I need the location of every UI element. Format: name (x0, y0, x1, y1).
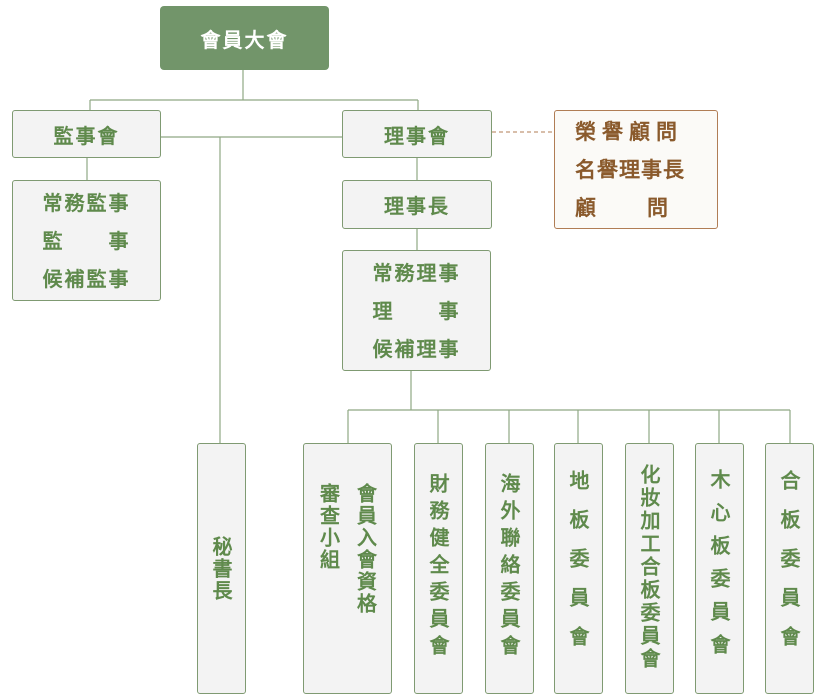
supervisors-board-label: 監事會 (53, 123, 120, 148)
committee-plywood-label: 合板委員會 (777, 470, 801, 665)
honorary-title-1: 榮譽顧問 (575, 119, 683, 144)
general-assembly-node: 會員大會 (160, 6, 329, 70)
supervisor-role-member: 監 事 (42, 228, 131, 253)
committee-decorative-plywood: 化妝加工合板委員會 (625, 443, 674, 694)
committee-flooring: 地板委員會 (554, 443, 603, 694)
director-role-member: 理 事 (372, 298, 461, 323)
committee-overseas-label: 海外聯絡委員會 (497, 473, 521, 662)
supervisor-role-alternate: 候補監事 (42, 266, 131, 291)
honorary-row-3: 顧 問 (575, 189, 691, 227)
supervisors-roles-node: 常務監事 監 事 候補監事 (12, 180, 161, 301)
directors-roles-node: 常務理事 理 事 候補理事 (342, 250, 491, 371)
committee-membership-line-1: 會員入會資格 (353, 482, 378, 615)
committee-flooring-label: 地板委員會 (566, 470, 590, 665)
committee-blockboard-label: 木心板委員會 (707, 468, 731, 667)
directors-board-node: 理事會 (342, 110, 492, 158)
honorary-title-2: 名譽理事長 (575, 157, 685, 182)
honorary-title-3: 顧 問 (575, 195, 671, 220)
secretary-general-label: 秘書長 (209, 535, 233, 602)
director-role-alternate: 候補理事 (372, 336, 461, 361)
honorary-advisors-node: 榮譽顧問 名譽理事長 顧 問 (554, 110, 718, 229)
secretary-general-node: 秘書長 (197, 443, 246, 694)
committee-decorative-plywood-label: 化妝加工合板委員會 (637, 464, 661, 671)
supervisors-board-node: 監事會 (12, 110, 161, 158)
honorary-row-2: 名譽理事長 (575, 151, 691, 189)
general-assembly-label: 會員大會 (200, 27, 289, 52)
committee-overseas: 海外聯絡委員會 (485, 443, 534, 694)
director-role-standing: 常務理事 (372, 260, 461, 285)
committee-membership-line-2: 審查小組 (316, 482, 341, 571)
supervisor-role-standing: 常務監事 (42, 190, 131, 215)
honorary-row-1: 榮譽顧問 (575, 113, 691, 151)
committee-blockboard: 木心板委員會 (695, 443, 744, 694)
chairman-node: 理事長 (342, 180, 492, 229)
committee-finance-label: 財務健全委員會 (426, 473, 450, 662)
committee-membership-review: 會員入會資格 審查小組 (303, 443, 392, 694)
directors-board-label: 理事會 (384, 123, 450, 148)
chairman-label: 理事長 (384, 194, 450, 218)
committee-plywood: 合板委員會 (765, 443, 814, 694)
committee-finance: 財務健全委員會 (414, 443, 463, 694)
